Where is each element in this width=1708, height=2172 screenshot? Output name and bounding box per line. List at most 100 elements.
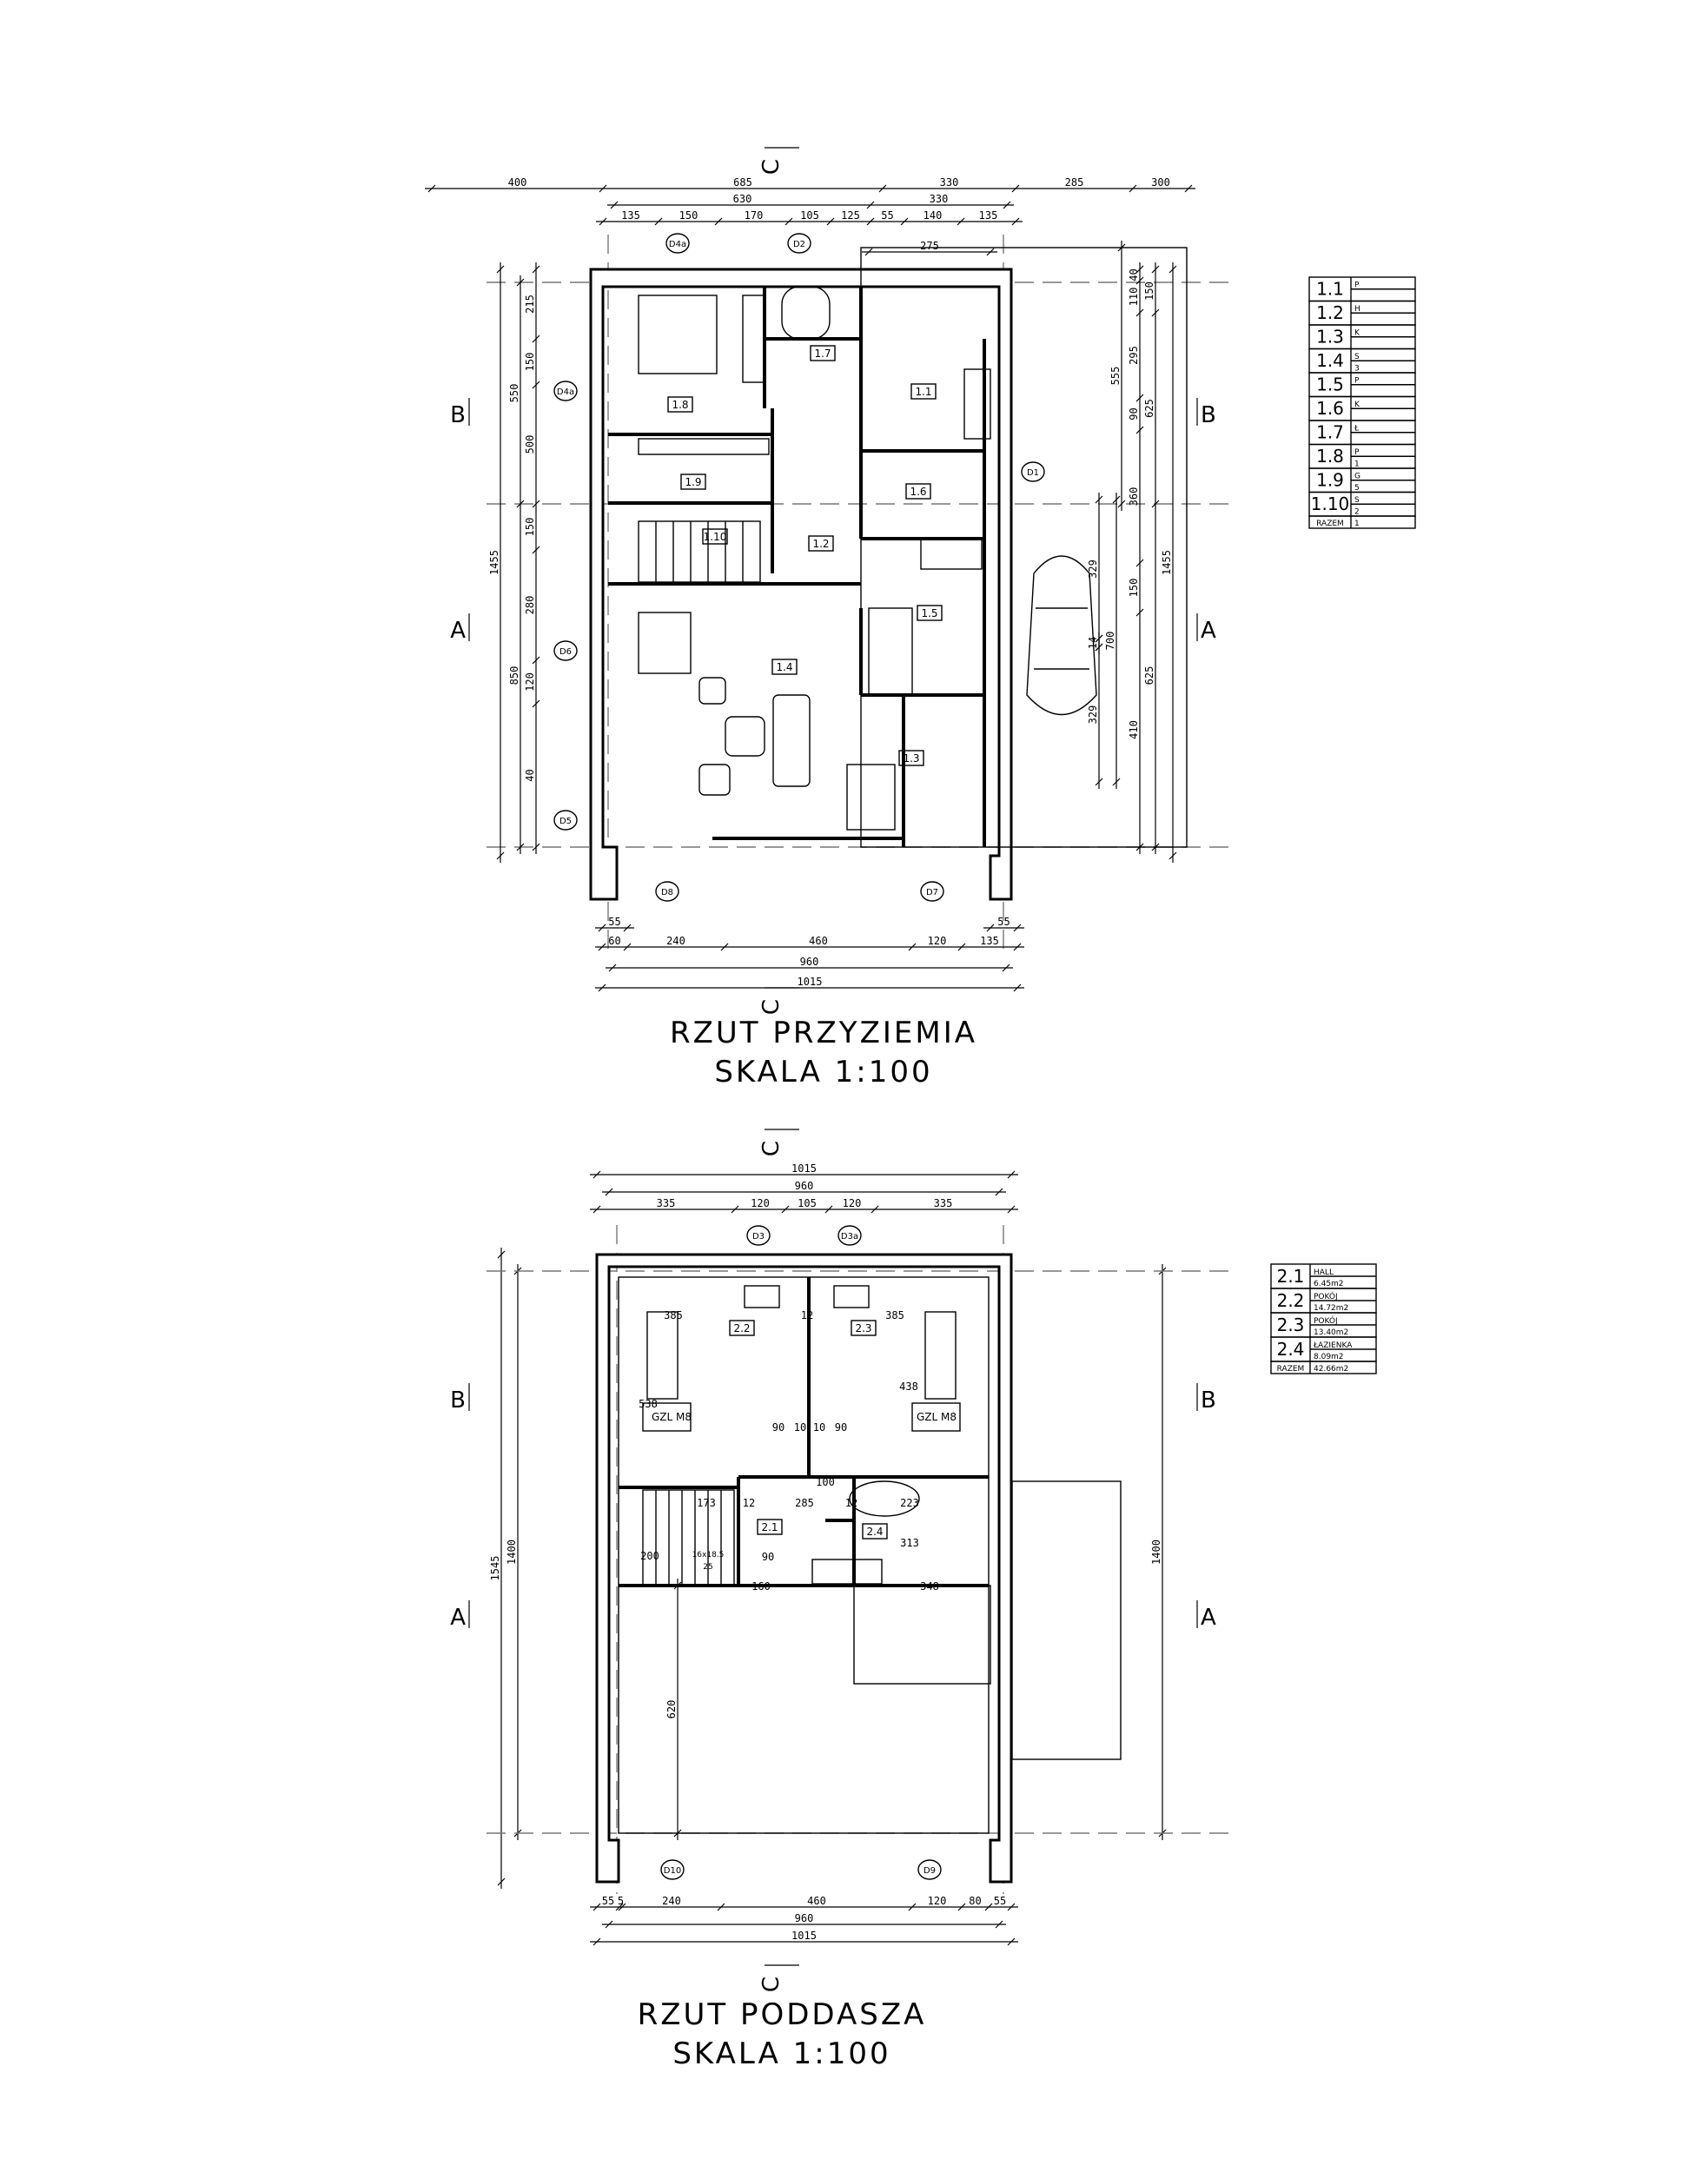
opening-tag-circle [665, 233, 690, 254]
dimension-value: 329 [1087, 705, 1099, 725]
interior-walls [608, 287, 986, 847]
dimension-value: 215 [524, 295, 536, 314]
dimension-value: 625 [1143, 399, 1155, 418]
dimension-tick [1117, 243, 1126, 252]
room-name: POKÓJ [1314, 1291, 1338, 1301]
room-label-box [808, 535, 834, 552]
dimension-tick [593, 1170, 601, 1179]
opening-tag-circle [917, 1859, 942, 1880]
dimension-tick [866, 201, 875, 209]
dimension-tick [516, 500, 525, 508]
dimension-value: 105 [800, 209, 819, 222]
opening-tag-circle [655, 881, 679, 902]
room-number: 2.3 [855, 1322, 871, 1334]
dimension-tick [824, 1205, 833, 1214]
opening-tag-circle [746, 1225, 771, 1246]
dimension-value: 960 [795, 1912, 814, 1924]
dimension-value: 1015 [798, 976, 823, 988]
dimension-tick [608, 963, 617, 972]
dimension-value: 1400 [506, 1540, 518, 1565]
room-number: 1.10 [704, 531, 727, 543]
upper-floor-title: RZUT PODDASZA [638, 1997, 927, 2032]
dimension-value: 223 [900, 1497, 919, 1509]
opening-tag: D6 [559, 647, 572, 657]
room-number: 1.1 [1316, 279, 1344, 300]
dimension-value: 700 [1104, 632, 1116, 651]
room-area: 2 [1354, 507, 1360, 516]
room-number: 1.1 [915, 386, 931, 398]
dimension-value: 329 [1087, 560, 1099, 579]
dimension-value: 385 [885, 1309, 904, 1321]
dimension-value: 400 [508, 176, 527, 189]
dimension-tick [497, 1877, 506, 1886]
dimension-value: 295 [1128, 346, 1140, 365]
dimension-value: 80 [969, 1895, 981, 1907]
dimension-tick [720, 943, 729, 951]
dimension-tick [826, 217, 835, 226]
room-name: P [1354, 377, 1360, 386]
room-number: 1.10 [1311, 493, 1350, 514]
room-name: P [1354, 448, 1360, 457]
dimension-value: 538 [639, 1398, 658, 1410]
dimension-tick [1095, 634, 1103, 643]
dimension-tick [532, 699, 540, 708]
dimension-value: 330 [940, 176, 959, 189]
opening-tag-circle [553, 810, 578, 831]
car-symbol [1026, 555, 1097, 716]
dimension-tick [610, 201, 619, 209]
dimension-tick [1112, 778, 1121, 786]
dimension-value: 170 [745, 209, 764, 222]
dimension-value: 90 [1128, 407, 1140, 420]
opening-tag: D1 [1027, 468, 1039, 478]
dimension-value: 438 [899, 1381, 918, 1393]
dimension-value: 90 [835, 1421, 847, 1434]
room-name: K [1354, 401, 1360, 409]
dimension-tick [1011, 217, 1020, 226]
dimension-value: 630 [733, 193, 752, 205]
dimension-value: 1455 [488, 550, 500, 575]
dimension-value: 300 [1151, 176, 1170, 189]
plan-label: GZL M8 [652, 1411, 692, 1423]
opening-tag-circle [920, 881, 944, 902]
dimension-tick [618, 1903, 626, 1911]
dimension-tick [605, 1920, 613, 1929]
opening-tag: D9 [924, 1866, 936, 1876]
opening-tag: D5 [559, 817, 572, 826]
ground-floor-title: RZUT PRZYZIEMIA [670, 1016, 977, 1050]
dimension-value: 5 [618, 1895, 624, 1907]
dimension-tick [731, 1205, 739, 1214]
dimension-tick [1002, 963, 1010, 972]
garage-outline [860, 247, 1188, 848]
dimension-value: 330 [930, 193, 949, 205]
section-marker-label: B [1201, 1387, 1216, 1414]
dimension-value: 173 [697, 1497, 716, 1509]
dimension-tick [864, 248, 873, 256]
room-number: 1.5 [1316, 374, 1344, 395]
dimension-value: 1015 [791, 1162, 817, 1175]
dimension-value: 620 [665, 1700, 678, 1719]
dimension-value: 90 [762, 1551, 774, 1563]
dimension-value: 120 [928, 1895, 947, 1907]
room-number: 1.5 [921, 607, 937, 619]
room-number: 2.4 [1277, 1339, 1305, 1360]
exterior-wall [589, 268, 1013, 901]
room-area: 14.72m2 [1314, 1304, 1348, 1313]
dimension-value: 150 [679, 209, 698, 222]
room-number: 2.3 [1277, 1314, 1305, 1335]
section-marker-label: B [450, 402, 466, 428]
dimension-tick [1184, 184, 1193, 193]
opening-tag: D3a [841, 1232, 858, 1242]
dimension-value: 1400 [1150, 1540, 1162, 1565]
dimension-tick [1007, 1903, 1016, 1911]
dimension-tick [781, 1205, 790, 1214]
dimension-value: 550 [508, 384, 520, 403]
dimension-value: 460 [807, 1895, 826, 1907]
dimension-tick [516, 278, 525, 287]
dimension-tick [1011, 184, 1020, 193]
dimension-tick [1135, 843, 1144, 851]
room-number: 2.1 [761, 1521, 778, 1533]
upper-floor-scale: SKALA 1:100 [672, 2036, 890, 2071]
